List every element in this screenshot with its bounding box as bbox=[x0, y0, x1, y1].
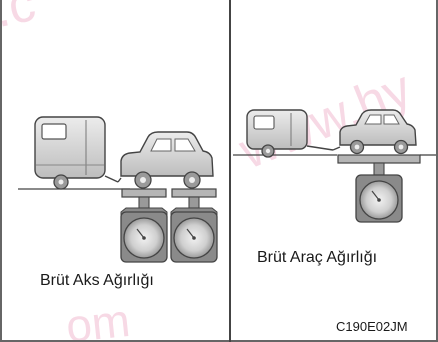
gross-axle-weight-caption: Brüt Aks Ağırlığı bbox=[40, 272, 154, 289]
gross-vehicle-weight-caption: Brüt Araç Ağırlığı bbox=[257, 249, 378, 266]
car-icon bbox=[117, 131, 214, 189]
figure-code: C190E02JM bbox=[336, 319, 408, 334]
scale-icon bbox=[170, 188, 218, 263]
trailer-icon bbox=[246, 109, 334, 158]
scale-icon bbox=[120, 188, 168, 263]
panel-divider bbox=[229, 0, 231, 342]
left-illustration bbox=[18, 116, 218, 263]
scale-icon bbox=[337, 154, 421, 223]
right-illustration bbox=[233, 109, 436, 223]
car-icon bbox=[332, 109, 417, 155]
trailer-icon bbox=[34, 116, 119, 190]
